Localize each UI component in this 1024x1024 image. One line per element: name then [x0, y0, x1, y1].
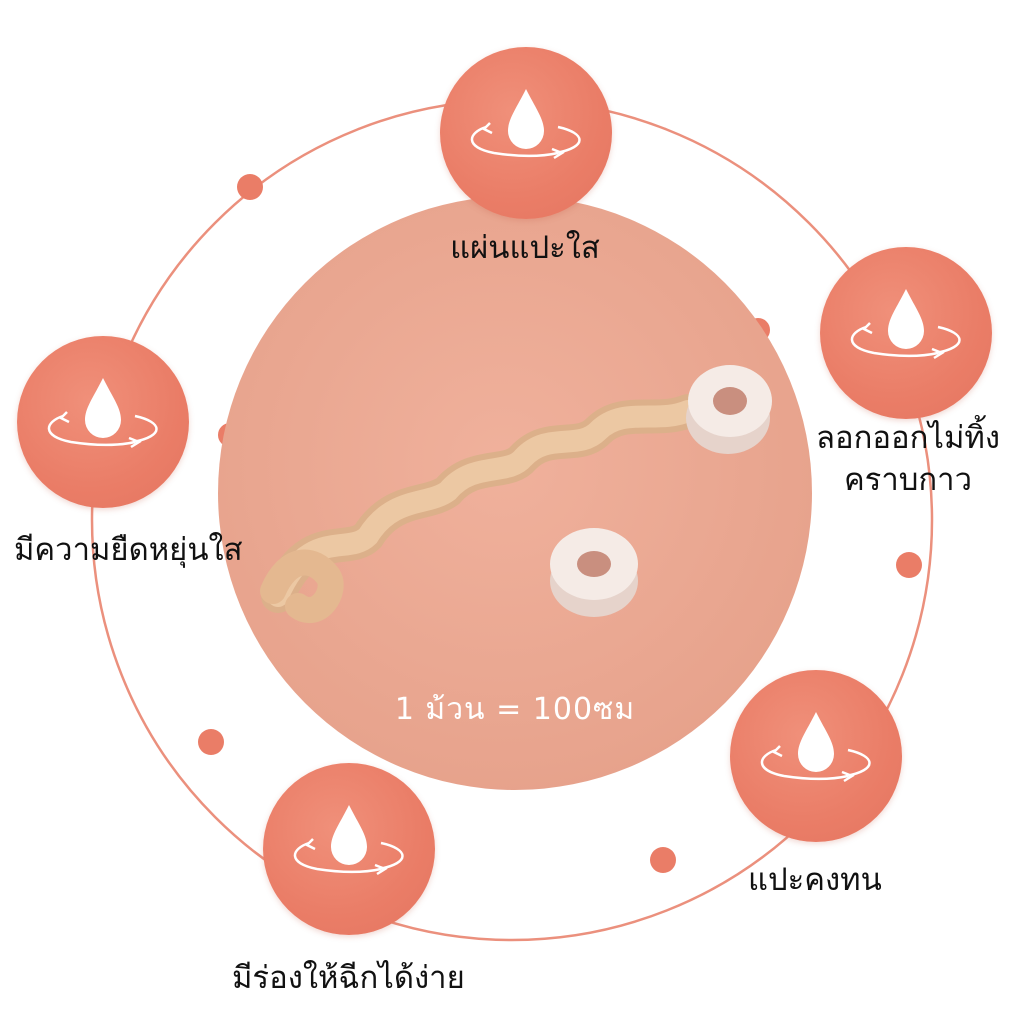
feature-label-no-residue: ลอกออกไม่ทิ้ง คราบกาว: [790, 418, 1000, 502]
feature-circle-no-residue: [820, 247, 992, 419]
feature-circle-easy-tear: [263, 763, 435, 935]
product-disc: [218, 196, 812, 790]
water-drop-rotate-icon: [47, 378, 158, 449]
ring-dot: [237, 174, 263, 200]
feature-label-clear-patch: แผ่นแปะใส: [450, 230, 600, 266]
water-drop-rotate-icon: [850, 289, 961, 360]
ring-dot: [198, 729, 224, 755]
tape-spool-bottom: [550, 528, 638, 617]
feature-circle-long-lasting: [730, 670, 902, 842]
water-drop-rotate-icon: [293, 805, 404, 876]
feature-label-no-residue-line1: ลอกออกไม่ทิ้ง: [816, 420, 1000, 456]
water-drop-rotate-icon: [470, 89, 581, 160]
water-drop-rotate-icon: [760, 712, 871, 783]
feature-label-easy-tear: มีร่องให้ฉีกได้ง่าย: [232, 960, 465, 996]
feature-label-no-residue-line2: คราบกาว: [843, 461, 972, 498]
roll-length-caption: 1 ม้วน = 100ซม: [394, 692, 636, 727]
feature-label-long-lasting: แปะคงทน: [748, 862, 882, 898]
ring-dot: [896, 552, 922, 578]
ring-dot: [650, 847, 676, 873]
feature-label-elastic: มีความยืดหยุ่นใส: [14, 532, 243, 568]
tape-roll-image: [260, 365, 772, 623]
feature-circle-clear-patch: [440, 47, 612, 219]
tape-spool-top: [686, 365, 772, 454]
feature-circle-elastic: [17, 336, 189, 508]
